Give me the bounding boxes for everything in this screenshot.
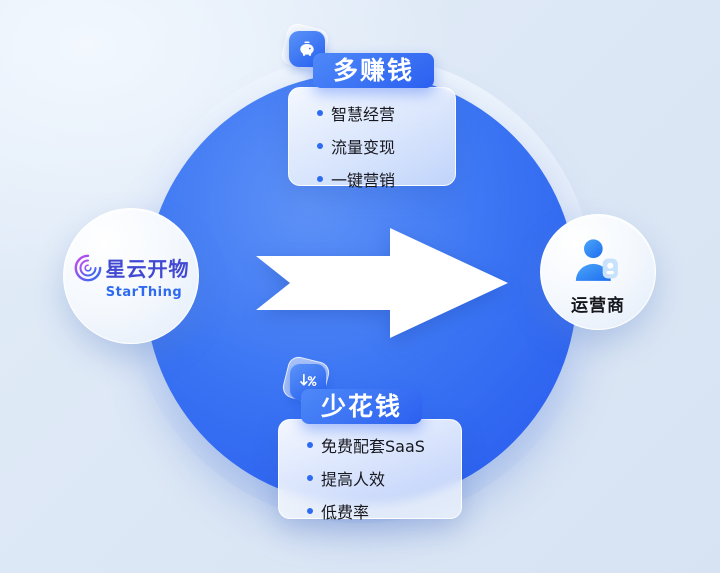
list-item: 一键营销	[317, 167, 455, 191]
list-item: 低费率	[307, 499, 461, 523]
spend-less-list: 免费配套SaaS 提高人效 低费率	[279, 420, 461, 523]
list-item-text: 流量变现	[331, 138, 396, 157]
list-item-text: 提高人效	[321, 470, 386, 489]
list-item-text: 一键营销	[331, 171, 396, 190]
logo-text-en: StarThing	[105, 284, 183, 300]
operator-user-icon	[575, 238, 618, 281]
bullet-dot	[317, 143, 323, 149]
piggy-bank-icon	[289, 31, 325, 67]
list-item-text: 免费配套SaaS	[321, 437, 425, 456]
earn-more-title-banner: 多赚钱	[313, 53, 435, 88]
list-item-text: 低费率	[321, 503, 370, 522]
earn-more-list: 智慧经营 流量变现 一键营销	[289, 88, 455, 191]
bullet-dot	[307, 442, 313, 448]
spend-less-title-banner: 少花钱	[301, 389, 423, 424]
list-item-text: 智慧经营	[331, 105, 396, 124]
bullet-dot	[307, 508, 313, 514]
bullet-dot	[307, 475, 313, 481]
flow-arrow	[256, 228, 508, 338]
operator-label: 运营商	[571, 295, 625, 316]
list-item: 流量变现	[317, 134, 455, 158]
bullet-dot	[317, 110, 323, 116]
earn-more-card: 多赚钱 智慧经营 流量变现 一键营销	[279, 21, 456, 190]
earn-more-title: 多赚钱	[333, 56, 415, 85]
list-item: 提高人效	[307, 466, 461, 490]
starthing-logo: 星云开物	[73, 253, 190, 283]
logo-text-cn: 星云开物	[105, 257, 190, 281]
list-item: 智慧经营	[317, 101, 455, 125]
operator-node: 运营商	[540, 214, 656, 330]
starthing-swirl-icon	[74, 254, 101, 281]
list-item: 免费配套SaaS	[307, 433, 461, 457]
spend-less-title: 少花钱	[321, 392, 403, 421]
bullet-dot	[317, 176, 323, 182]
starthing-node: 星云开物 StarThing	[63, 208, 199, 344]
spend-less-card: 少花钱 免费配套SaaS 提高人效 低费率	[278, 354, 462, 522]
